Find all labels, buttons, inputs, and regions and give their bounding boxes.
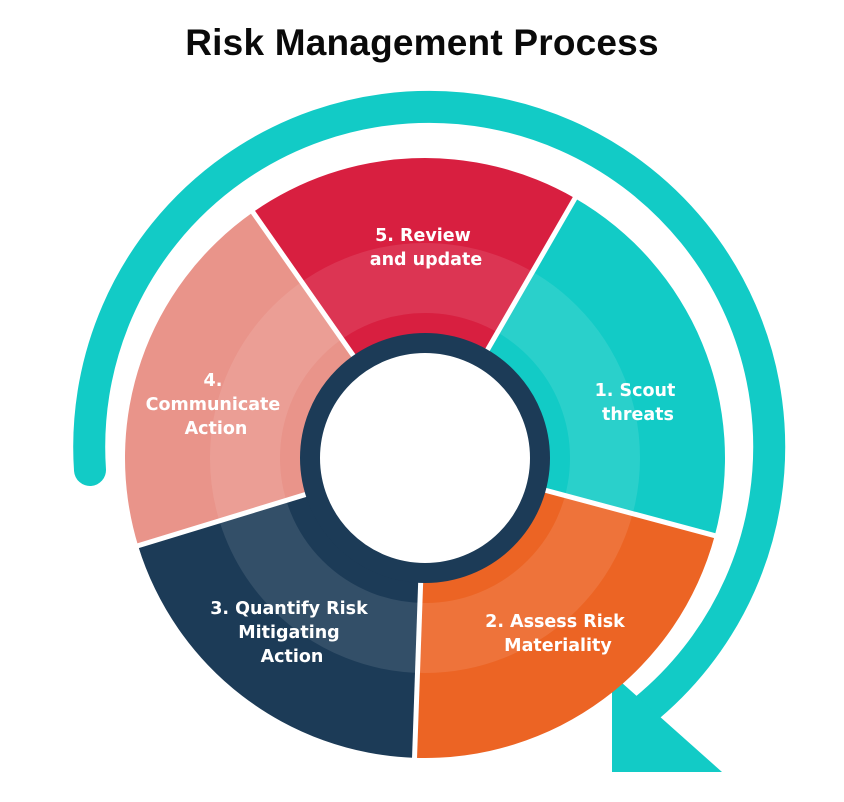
label-communicate-action: 4. Communicate Action	[146, 371, 287, 439]
segment-divider	[133, 486, 326, 550]
segment-divider	[411, 562, 424, 762]
segment-review-update	[252, 158, 575, 372]
label-assess-risk: 2. Assess Risk Materiality	[485, 612, 631, 656]
cycle-arrowhead-icon	[612, 674, 722, 772]
label-review-update: 5. Review and update	[370, 226, 483, 270]
center-ring	[300, 333, 550, 583]
page-title: Risk Management Process	[185, 22, 659, 63]
segment-dividers	[133, 193, 720, 762]
label-quantify-risk: 3. Quantify Risk Mitigating Action	[210, 599, 374, 667]
cycle-arrow-arc	[73, 90, 786, 728]
segment-divider	[475, 193, 580, 369]
label-scout-threats: 1. Scout threats	[595, 381, 682, 425]
segment-divider	[248, 207, 367, 374]
segment-divider	[525, 482, 720, 540]
inner-highlight-band	[210, 243, 640, 673]
segment-labels: 1. Scout threats 2. Assess Risk Material…	[146, 226, 682, 667]
